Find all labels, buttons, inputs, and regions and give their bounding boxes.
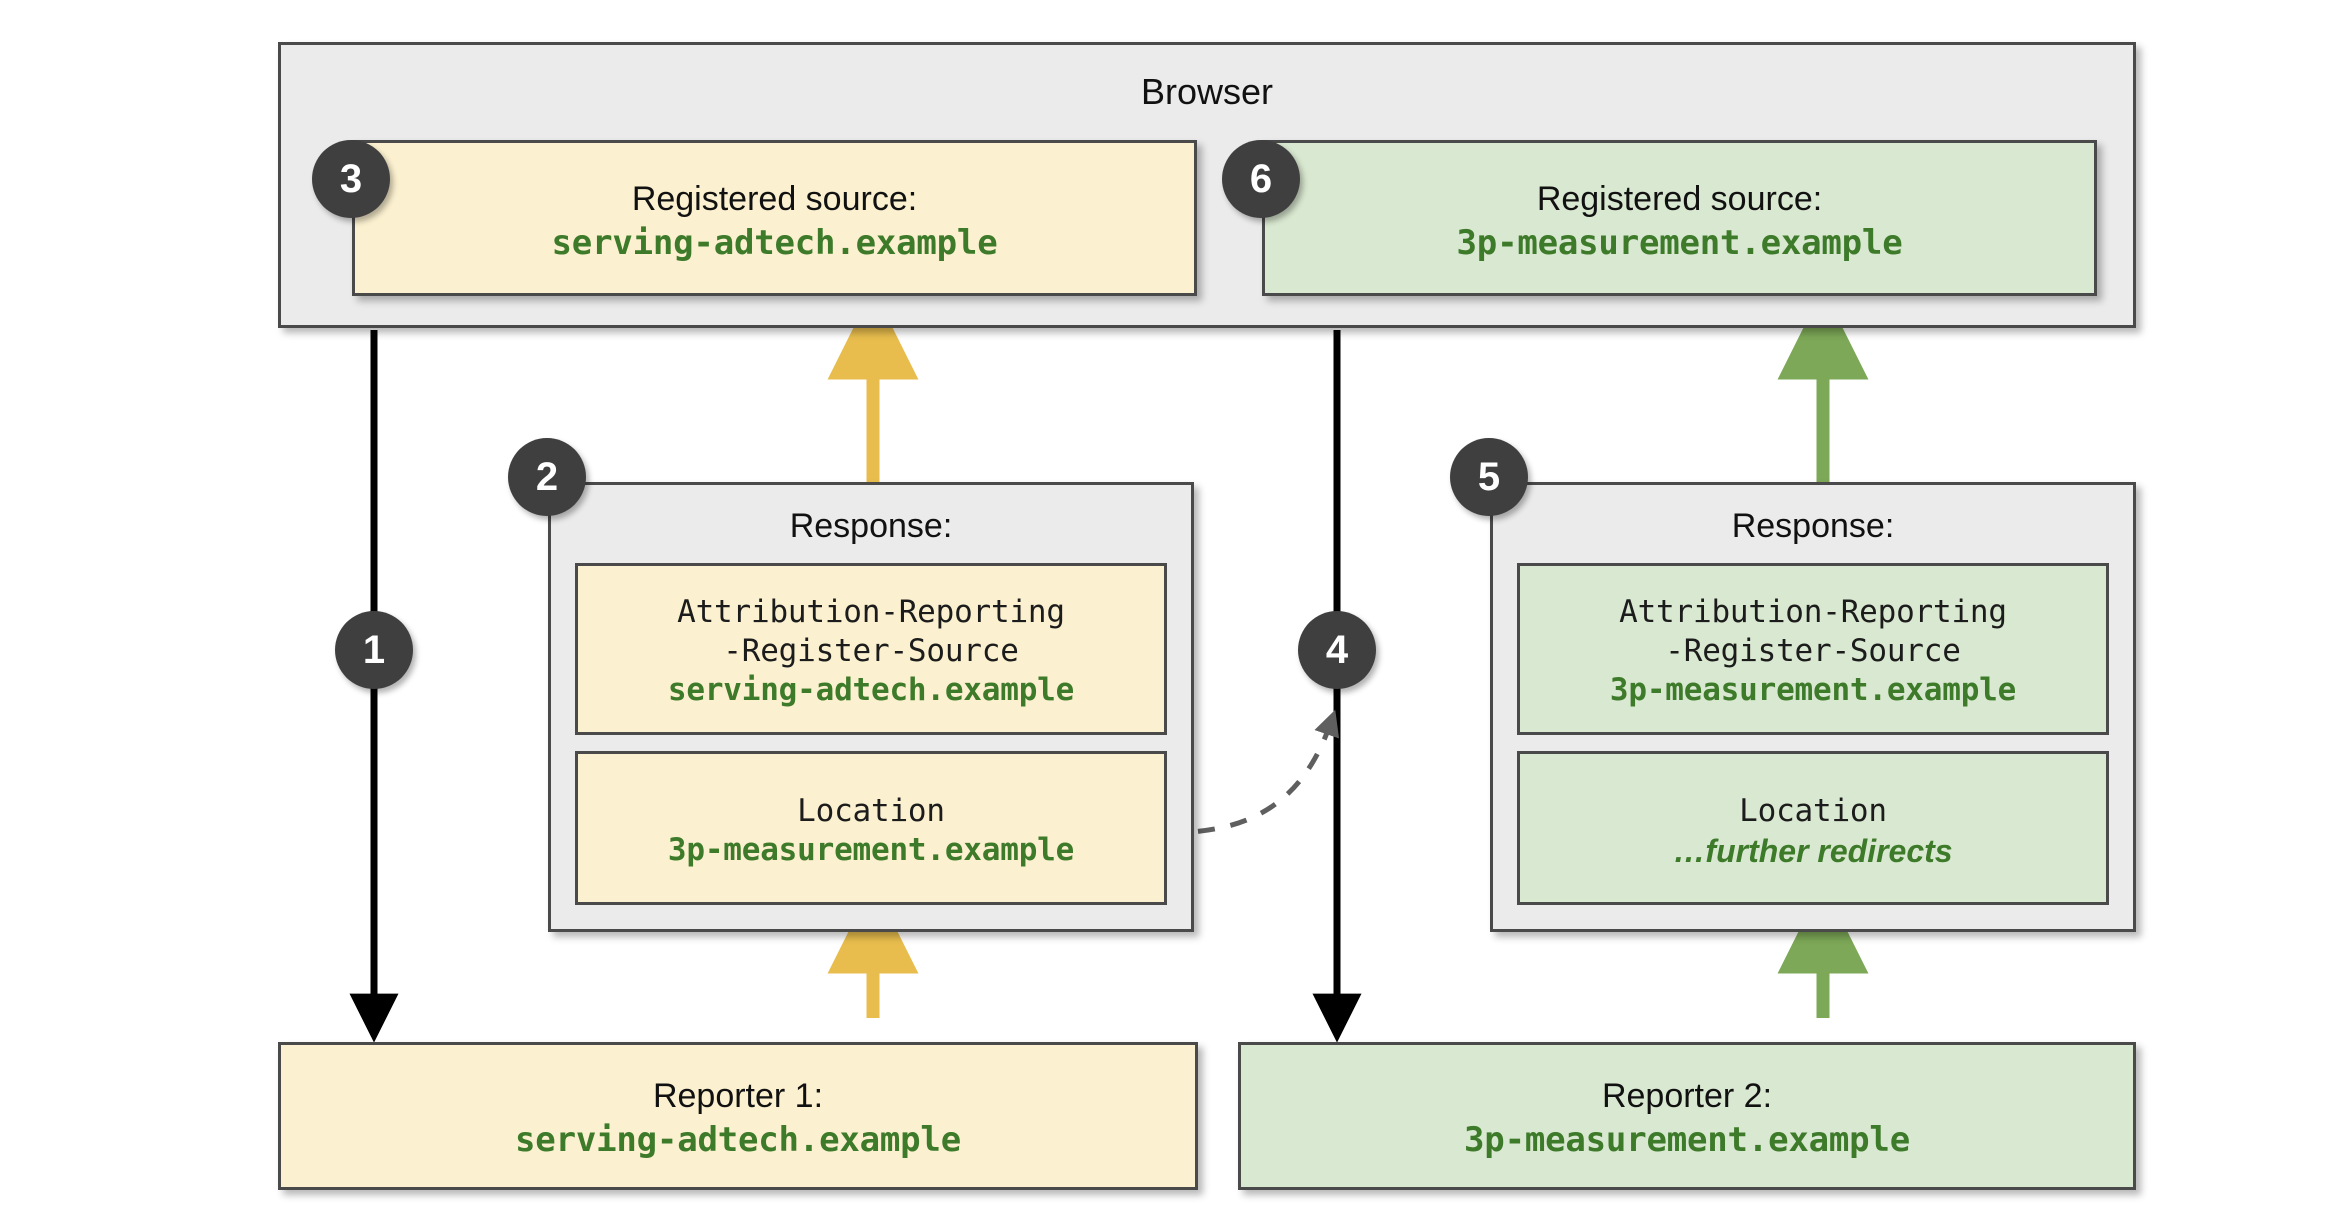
header-name-line-2: -Register-Source: [723, 632, 1019, 669]
header-text-group: Attribution-Reporting -Register-Source s…: [578, 593, 1164, 709]
registered-source-box-3p-measurement: Registered source: 3p-measurement.exampl…: [1262, 140, 2097, 296]
location-header-value: 3p-measurement.example: [667, 831, 1075, 868]
registered-source-domain: serving-adtech.example: [551, 222, 998, 263]
response-heading-1: Response:: [789, 507, 953, 545]
step-badge-5: 5: [1450, 438, 1528, 516]
location-header-name-2: Location: [1739, 793, 1887, 829]
reporter-2-domain: 3p-measurement.example: [1464, 1119, 1910, 1160]
browser-label: Browser: [1140, 71, 1274, 112]
reporter-1-domain: serving-adtech.example: [515, 1119, 961, 1160]
header-name-line-1-2: Attribution-Reporting: [1619, 594, 2007, 630]
response-header-location-2: Location …further redirects: [1517, 751, 2109, 905]
response-heading-2: Response:: [1731, 507, 1895, 545]
reporter-1-heading: Reporter 1:: [652, 1077, 824, 1115]
registered-source-domain-2: 3p-measurement.example: [1456, 222, 1903, 263]
reporter-2-text-group: Reporter 2: 3p-measurement.example: [1241, 1075, 2133, 1161]
registered-source-box-serving-adtech: Registered source: serving-adtech.exampl…: [352, 140, 1197, 296]
response-container-2: Response: Attribution-Reporting -Registe…: [1490, 482, 2136, 932]
step-badge-6: 6: [1222, 140, 1300, 218]
registered-source-text-group-2: Registered source: 3p-measurement.exampl…: [1265, 178, 2094, 264]
location-text-group: Location 3p-measurement.example: [578, 792, 1164, 870]
header-value-domain-2: 3p-measurement.example: [1609, 671, 2017, 708]
registered-source-text-group: Registered source: serving-adtech.exampl…: [355, 178, 1194, 264]
reporter-1-text-group: Reporter 1: serving-adtech.example: [281, 1075, 1195, 1161]
response-container-1: Response: Attribution-Reporting -Registe…: [548, 482, 1194, 932]
registered-source-heading: Registered source:: [631, 180, 918, 218]
step-badge-4: 4: [1298, 611, 1376, 689]
reporter-box-1: Reporter 1: serving-adtech.example: [278, 1042, 1198, 1190]
reporter-2-heading: Reporter 2:: [1601, 1077, 1773, 1115]
step-badge-1: 1: [335, 611, 413, 689]
step-badge-3: 3: [312, 140, 390, 218]
location-text-group-2: Location …further redirects: [1520, 792, 2106, 871]
header-value-domain: serving-adtech.example: [667, 671, 1075, 708]
reporter-box-2: Reporter 2: 3p-measurement.example: [1238, 1042, 2136, 1190]
header-name-line-1: Attribution-Reporting: [677, 594, 1065, 630]
header-text-group-2: Attribution-Reporting -Register-Source 3…: [1520, 593, 2106, 709]
response-header-attribution-reporting-register-source-1: Attribution-Reporting -Register-Source s…: [575, 563, 1167, 735]
location-header-value-further-redirects: …further redirects: [1673, 832, 1953, 869]
header-name-line-2-2: -Register-Source: [1665, 632, 1961, 669]
step-badge-2: 2: [508, 438, 586, 516]
location-header-name: Location: [797, 793, 945, 829]
response-header-attribution-reporting-register-source-2: Attribution-Reporting -Register-Source 3…: [1517, 563, 2109, 735]
response-header-location-1: Location 3p-measurement.example: [575, 751, 1167, 905]
registered-source-heading-2: Registered source:: [1536, 180, 1823, 218]
